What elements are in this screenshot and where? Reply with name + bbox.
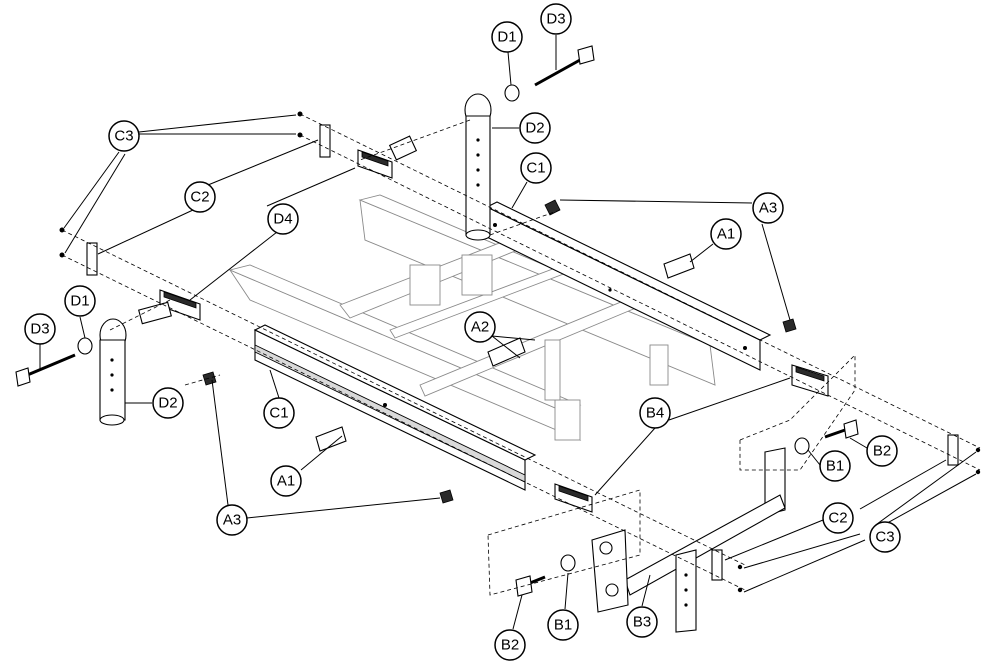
svg-text:A3: A3 [759,200,777,217]
svg-text:D2: D2 [525,120,544,137]
washers [77,84,810,572]
callout-d1-left: D1 [64,285,96,317]
svg-text:D3: D3 [546,11,565,28]
svg-text:C3: C3 [114,128,133,145]
callout-a1-bottom: A1 [270,465,302,497]
callout-d1-top: D1 [491,21,523,53]
svg-text:B2: B2 [501,637,519,654]
base-frame [228,194,722,442]
svg-text:C1: C1 [526,160,545,177]
callout-c1-left: C1 [263,397,295,429]
callout-b3: B3 [626,606,658,638]
svg-text:D3: D3 [30,321,49,338]
callout-labels: D1 D3 D2 C3 C1 C2 A3 D4 A1 D1 D3 [24,3,901,661]
callout-d2-left: D2 [152,387,184,419]
callout-c3-top: C3 [108,120,140,152]
callout-d3-top: D3 [540,3,572,35]
svg-text:C2: C2 [828,510,847,527]
screws [59,111,981,593]
callout-c3-right: C3 [869,521,901,553]
callout-d4: D4 [267,203,299,235]
callout-d2-top: D2 [519,112,551,144]
assembly-dashed-lines [61,113,981,596]
mount-bracket-left [138,289,201,325]
callout-c2-right: C2 [822,502,854,534]
svg-text:A3: A3 [223,512,241,529]
svg-text:D1: D1 [497,29,516,46]
svg-text:B3: B3 [633,614,651,631]
svg-text:C2: C2 [190,189,209,206]
callout-a3-bottom: A3 [216,504,248,536]
mount-bracket-bottom [554,483,593,513]
callout-b1-bottom: B1 [547,609,579,641]
svg-text:A2: A2 [471,319,489,336]
svg-text:B1: B1 [554,617,572,634]
callout-b2-right: B2 [866,435,898,467]
mount-bracket-right [791,364,829,397]
callout-b4: B4 [639,397,671,429]
bolts [15,45,859,597]
callout-b2-bottom: B2 [494,629,526,661]
axle-assembly [591,447,786,633]
svg-text:B4: B4 [646,405,664,422]
callout-a1-top: A1 [710,218,742,250]
callout-a3-top: A3 [752,192,784,224]
svg-text:A1: A1 [717,226,735,243]
svg-text:A1: A1 [277,473,295,490]
svg-text:C3: C3 [875,529,894,546]
callout-d3-left: D3 [24,313,56,345]
svg-text:D4: D4 [273,211,292,228]
callout-c2-left: C2 [184,181,216,213]
svg-text:D1: D1 [70,293,89,310]
callout-b1-right: B1 [819,450,851,482]
svg-text:D2: D2 [158,395,177,412]
side-rail-bottom [253,324,537,491]
svg-text:C1: C1 [269,405,288,422]
swing-arm-left [99,318,127,426]
swing-arm-top [464,93,492,241]
end-plates [86,124,959,581]
svg-text:B2: B2 [873,443,891,460]
leader-lines [39,35,977,630]
callout-a2: A2 [464,311,496,343]
svg-text:B1: B1 [826,458,844,475]
callout-c1-top: C1 [520,152,552,184]
